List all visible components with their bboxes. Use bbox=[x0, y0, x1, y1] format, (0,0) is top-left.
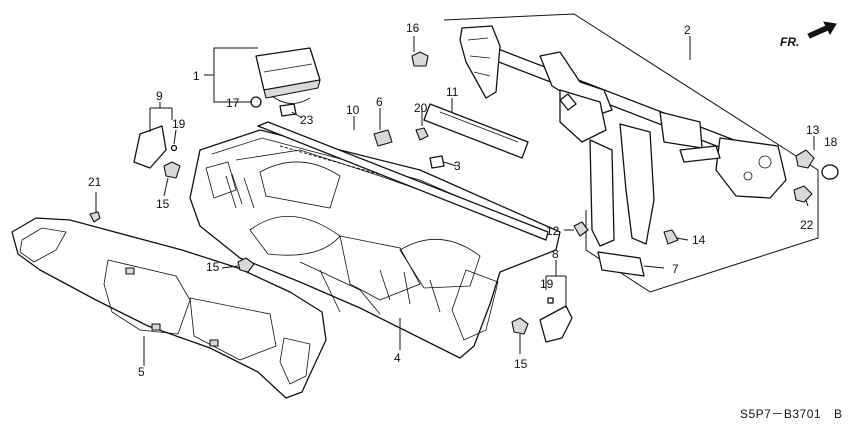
callout-2: 2 bbox=[684, 23, 691, 37]
callout-10: 10 bbox=[346, 103, 360, 117]
callout-4: 4 bbox=[394, 351, 401, 365]
callout-19a: 19 bbox=[172, 117, 186, 131]
side-cover-left bbox=[133, 125, 167, 169]
callout-3: 3 bbox=[454, 159, 461, 173]
callout-9: 9 bbox=[156, 89, 163, 103]
callout-8: 8 bbox=[552, 247, 559, 261]
lower-trim-panel bbox=[11, 217, 327, 399]
clip-19-left bbox=[170, 144, 178, 152]
forward-arrow-label: FR. bbox=[780, 35, 799, 49]
callout-20: 20 bbox=[414, 101, 428, 115]
callout-15a: 15 bbox=[156, 197, 170, 211]
clip-19-right bbox=[547, 297, 554, 304]
callout-18: 18 bbox=[824, 135, 838, 149]
diagram-code: S5P7－B3701 bbox=[740, 407, 821, 421]
callout-19b: 19 bbox=[540, 277, 554, 291]
callout-6: 6 bbox=[376, 95, 383, 109]
diagram-variant: B bbox=[834, 407, 843, 421]
callout-1: 1 bbox=[193, 69, 200, 83]
leader-lines bbox=[95, 36, 815, 366]
callout-17: 17 bbox=[226, 96, 240, 110]
fasteners bbox=[89, 51, 839, 335]
callout-7: 7 bbox=[672, 262, 679, 276]
callout-16: 16 bbox=[406, 21, 420, 35]
callout-5: 5 bbox=[138, 365, 145, 379]
callout-12: 12 bbox=[546, 224, 560, 238]
callout-15b: 15 bbox=[206, 260, 220, 274]
passenger-airbag-module bbox=[250, 47, 321, 117]
top-defroster-garnish bbox=[257, 121, 549, 241]
forward-arrow-icon bbox=[807, 21, 837, 39]
clip-part-3 bbox=[429, 155, 445, 169]
lid-part-6 bbox=[373, 129, 393, 147]
callout-23: 23 bbox=[300, 113, 314, 127]
callout-15c: 15 bbox=[514, 357, 528, 371]
callout-11: 11 bbox=[446, 85, 459, 99]
reinforcement-bracket bbox=[423, 103, 529, 159]
side-cover-right bbox=[539, 305, 573, 343]
bracket-part-7 bbox=[597, 251, 645, 277]
callout-13: 13 bbox=[806, 123, 820, 137]
steering-hanger-beam-group bbox=[443, 13, 819, 293]
callout-14: 14 bbox=[692, 233, 706, 247]
callout-numbers: 1 2 3 4 5 6 7 8 9 10 11 12 13 14 15 15 1… bbox=[88, 21, 838, 379]
callout-22: 22 bbox=[800, 218, 814, 232]
callout-21: 21 bbox=[88, 175, 102, 189]
